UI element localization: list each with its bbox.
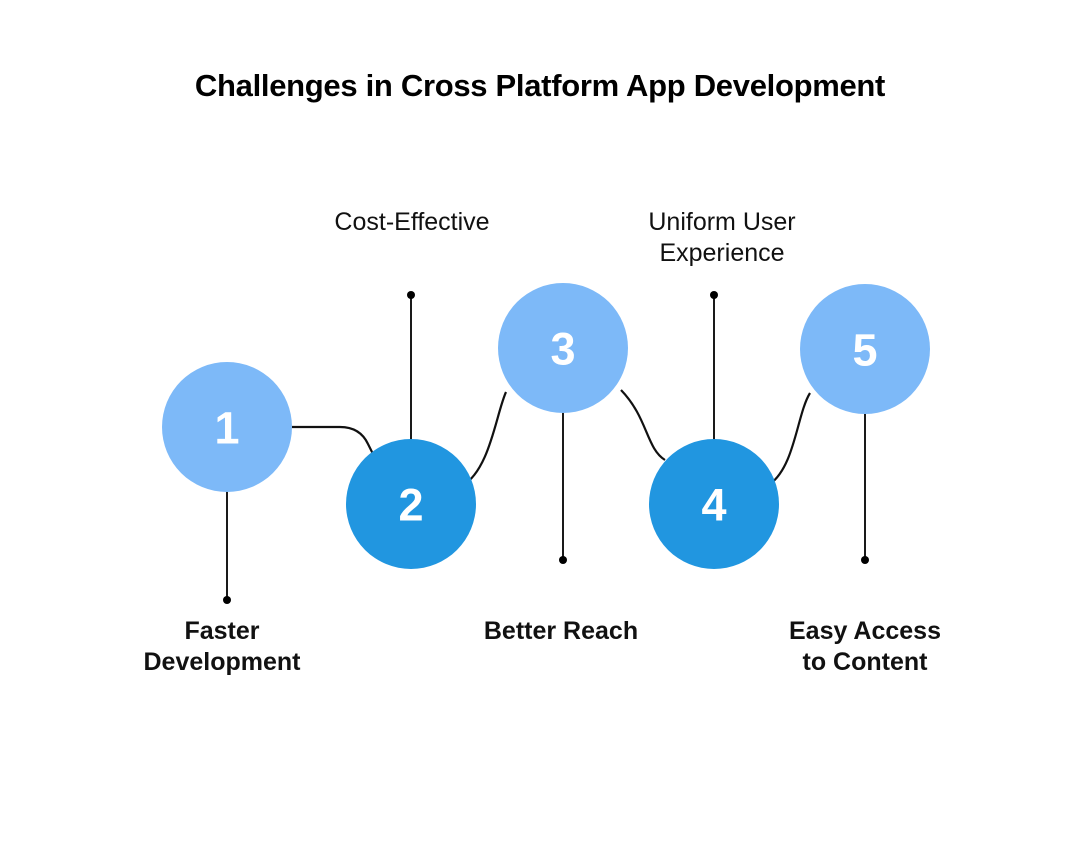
- node-label-2: Cost-Effective: [334, 208, 490, 236]
- node-label-3: Better Reach: [483, 617, 639, 645]
- connector-2-to-3: [461, 391, 508, 487]
- leader-dot-2-start: [407, 291, 415, 299]
- node-circle-1[interactable]: 1: [162, 362, 292, 492]
- connector-3-to-4: [620, 389, 666, 461]
- node-disc-1: [162, 362, 292, 492]
- leader-dot-4-start: [710, 291, 718, 299]
- node-label-4: Uniform User Experience: [648, 208, 796, 267]
- node-circle-3[interactable]: 3: [498, 283, 628, 413]
- node-number-3: 3: [550, 324, 575, 375]
- node-disc-5: [800, 284, 930, 414]
- node-disc-2: [346, 439, 476, 569]
- leader-dot-3-end: [559, 556, 567, 564]
- connector-1-to-2: [292, 425, 381, 469]
- node-circle-5[interactable]: 5: [800, 284, 930, 414]
- node-number-4: 4: [701, 480, 726, 531]
- node-number-1: 1: [214, 403, 239, 454]
- node-circle-4[interactable]: 4: [649, 439, 779, 569]
- node-label-5: Easy Access to Content: [789, 617, 941, 676]
- node-group: 1 2 3 4 5: [162, 283, 930, 569]
- leader-dot-5-end: [861, 556, 869, 564]
- leader-dot-1-end: [223, 596, 231, 604]
- node-number-5: 5: [852, 325, 877, 376]
- node-number-2: 2: [398, 480, 423, 531]
- page-title: Challenges in Cross Platform App Develop…: [194, 68, 886, 103]
- node-label-1: Faster Development: [143, 617, 301, 676]
- node-circle-2[interactable]: 2: [346, 439, 476, 569]
- node-disc-4: [649, 439, 779, 569]
- connector-4-to-5: [769, 392, 811, 485]
- node-disc-3: [498, 283, 628, 413]
